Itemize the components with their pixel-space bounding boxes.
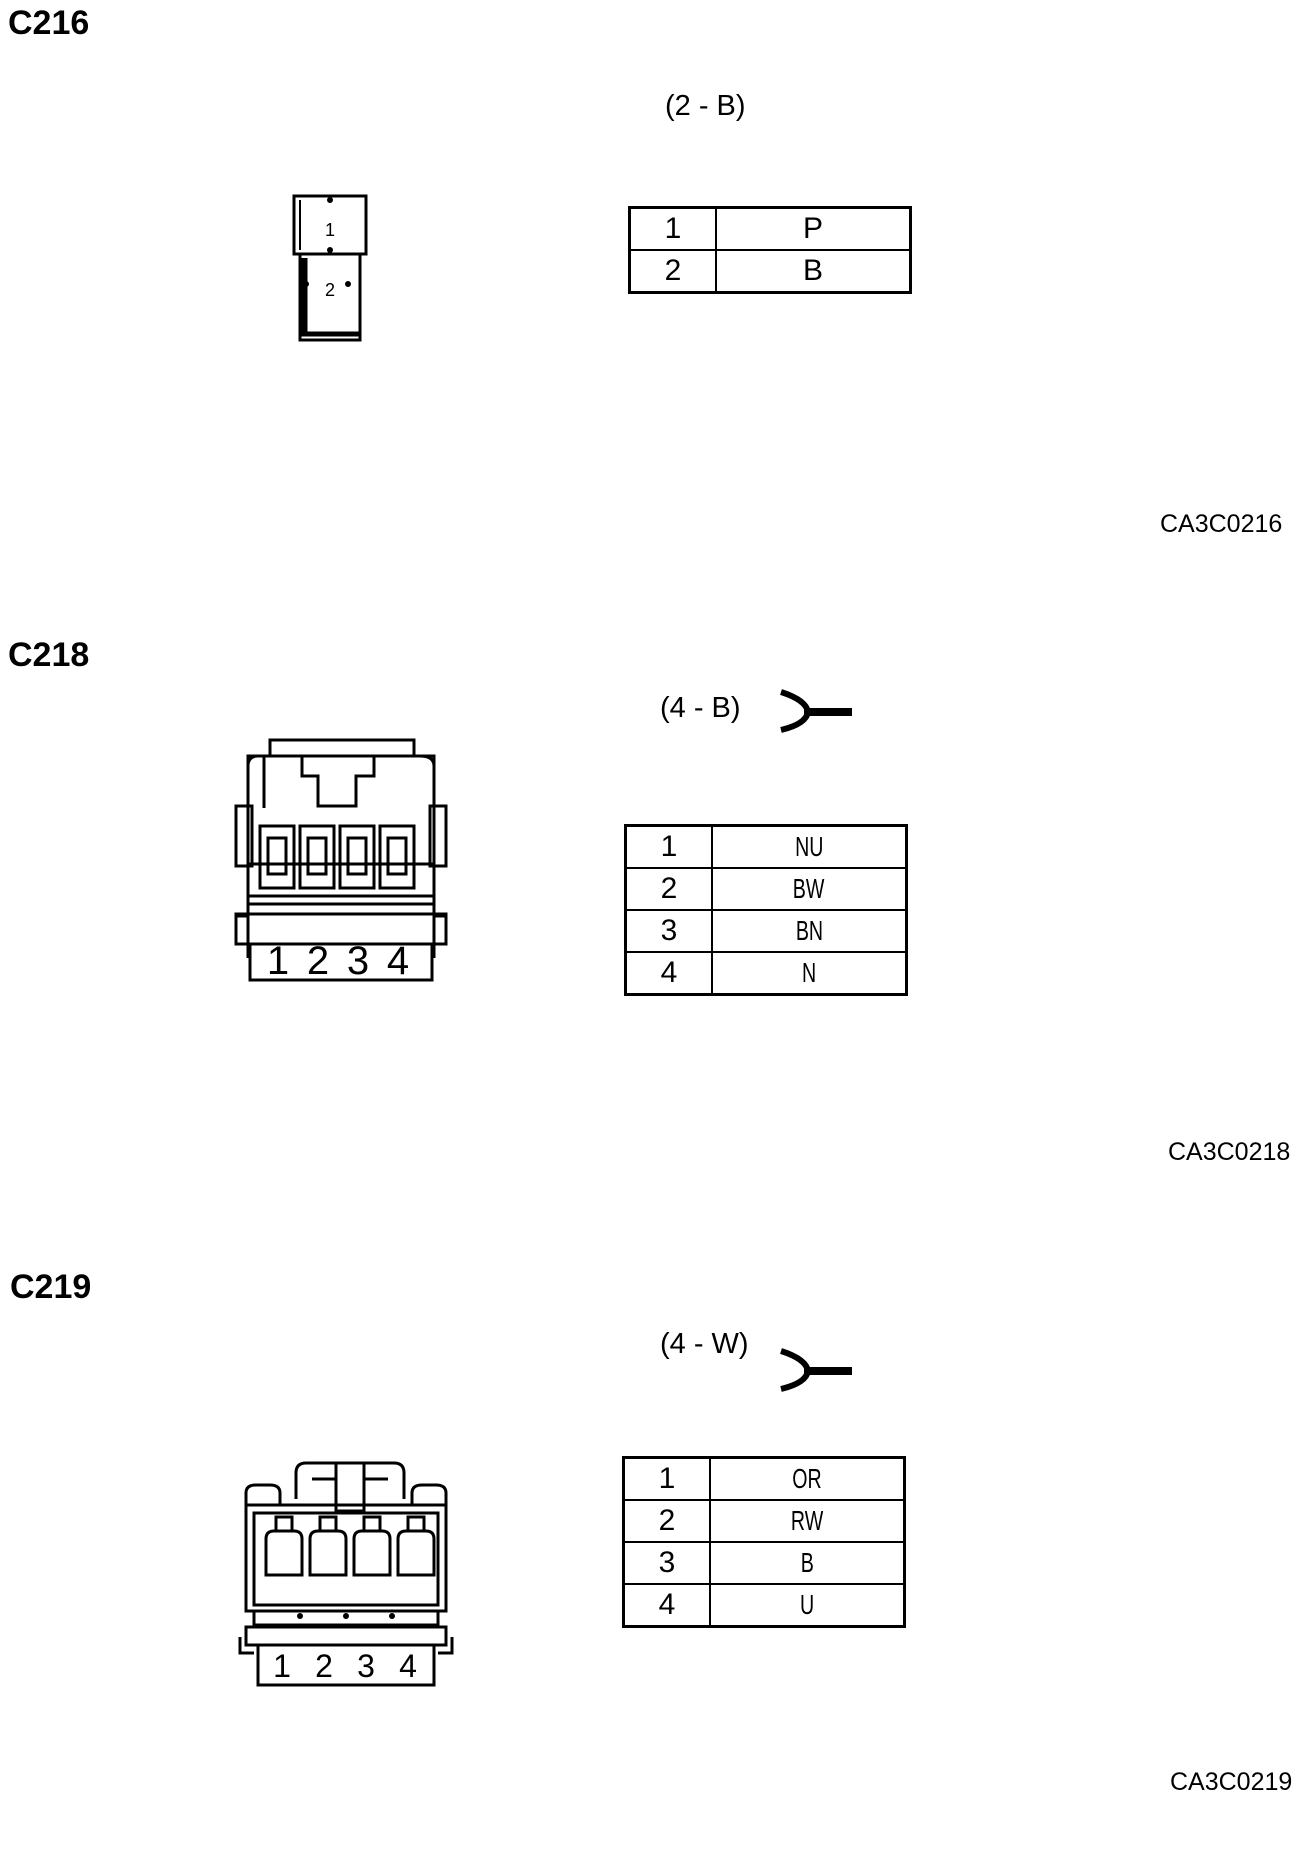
connector-face-drawing: 1 2 bbox=[292, 194, 368, 342]
wire-color: RW bbox=[790, 1505, 824, 1536]
wire-color: P bbox=[715, 206, 912, 251]
pin-table: 1 OR 2 RW 3 B 4 U bbox=[622, 1456, 906, 1628]
table-row: 1 NU bbox=[624, 824, 908, 869]
wire-color: OR bbox=[792, 1463, 822, 1494]
pin-number: 1 bbox=[622, 1456, 711, 1501]
face-pin-label: 2 bbox=[325, 280, 335, 300]
pin-number: 1 bbox=[628, 206, 717, 251]
table-row: 1 OR bbox=[622, 1456, 906, 1501]
wire-color: BW bbox=[793, 873, 825, 904]
face-pin-label: 2 bbox=[307, 939, 329, 983]
pin-number: 3 bbox=[624, 909, 713, 953]
connector-title: C216 bbox=[8, 4, 90, 42]
face-pin-label: 1 bbox=[325, 220, 335, 240]
wire-color: B bbox=[800, 1547, 814, 1578]
reference-code: CA3C0219 bbox=[1170, 1768, 1293, 1796]
face-pin-label: 4 bbox=[399, 1648, 417, 1684]
table-row: 4 N bbox=[624, 951, 908, 996]
pin-number: 1 bbox=[624, 824, 713, 869]
wire-color: BN bbox=[795, 915, 823, 946]
pin-table: 1 NU 2 BW 3 BN 4 N bbox=[624, 824, 908, 996]
face-pin-label: 4 bbox=[387, 939, 409, 983]
connector-c218: C218 (4 - B) bbox=[0, 630, 1312, 1230]
face-pin-label: 3 bbox=[347, 939, 369, 983]
connector-title: C218 bbox=[8, 636, 90, 674]
reference-code: CA3C0216 bbox=[1160, 510, 1283, 538]
wire-color: U bbox=[799, 1589, 815, 1620]
table-row: 2 B bbox=[628, 249, 912, 294]
face-pin-label: 3 bbox=[357, 1648, 375, 1684]
table-row: 1 P bbox=[628, 206, 912, 251]
pin-number: 2 bbox=[622, 1499, 711, 1543]
pin-number: 2 bbox=[624, 867, 713, 911]
harness-side-icon bbox=[780, 689, 852, 733]
pin-table: 1 P 2 B bbox=[628, 206, 912, 294]
table-row: 3 B bbox=[622, 1541, 906, 1585]
connector-c219: C219 (4 - W) bbox=[0, 1260, 1312, 1806]
face-pin-label: 2 bbox=[315, 1648, 333, 1684]
connector-spec: (4 - B) bbox=[660, 692, 741, 724]
wire-color: NU bbox=[794, 831, 824, 862]
connector-title: C219 bbox=[10, 1268, 92, 1306]
connector-spec: (2 - B) bbox=[665, 90, 746, 122]
pin-number: 2 bbox=[628, 249, 717, 294]
face-pin-label: 1 bbox=[273, 1648, 291, 1684]
table-row: 2 BW bbox=[624, 867, 908, 911]
connector-c216: C216 (2 - B) 1 2 1 P 2 B CA3C0216 bbox=[0, 0, 1312, 600]
pin-number: 3 bbox=[622, 1541, 711, 1585]
wire-color: N bbox=[801, 957, 817, 988]
table-row: 3 BN bbox=[624, 909, 908, 953]
table-row: 2 RW bbox=[622, 1499, 906, 1543]
harness-side-icon bbox=[780, 1348, 852, 1392]
connector-face-drawing: 1 2 3 4 bbox=[238, 1348, 852, 1687]
table-row: 4 U bbox=[622, 1583, 906, 1628]
reference-code: CA3C0218 bbox=[1168, 1138, 1291, 1166]
pin-number: 4 bbox=[624, 951, 713, 996]
connector-spec: (4 - W) bbox=[660, 1328, 749, 1360]
connector-face-drawing: 1 2 3 4 bbox=[234, 689, 852, 983]
face-pin-label: 1 bbox=[267, 939, 289, 983]
wire-color: B bbox=[715, 249, 912, 294]
pin-number: 4 bbox=[622, 1583, 711, 1628]
